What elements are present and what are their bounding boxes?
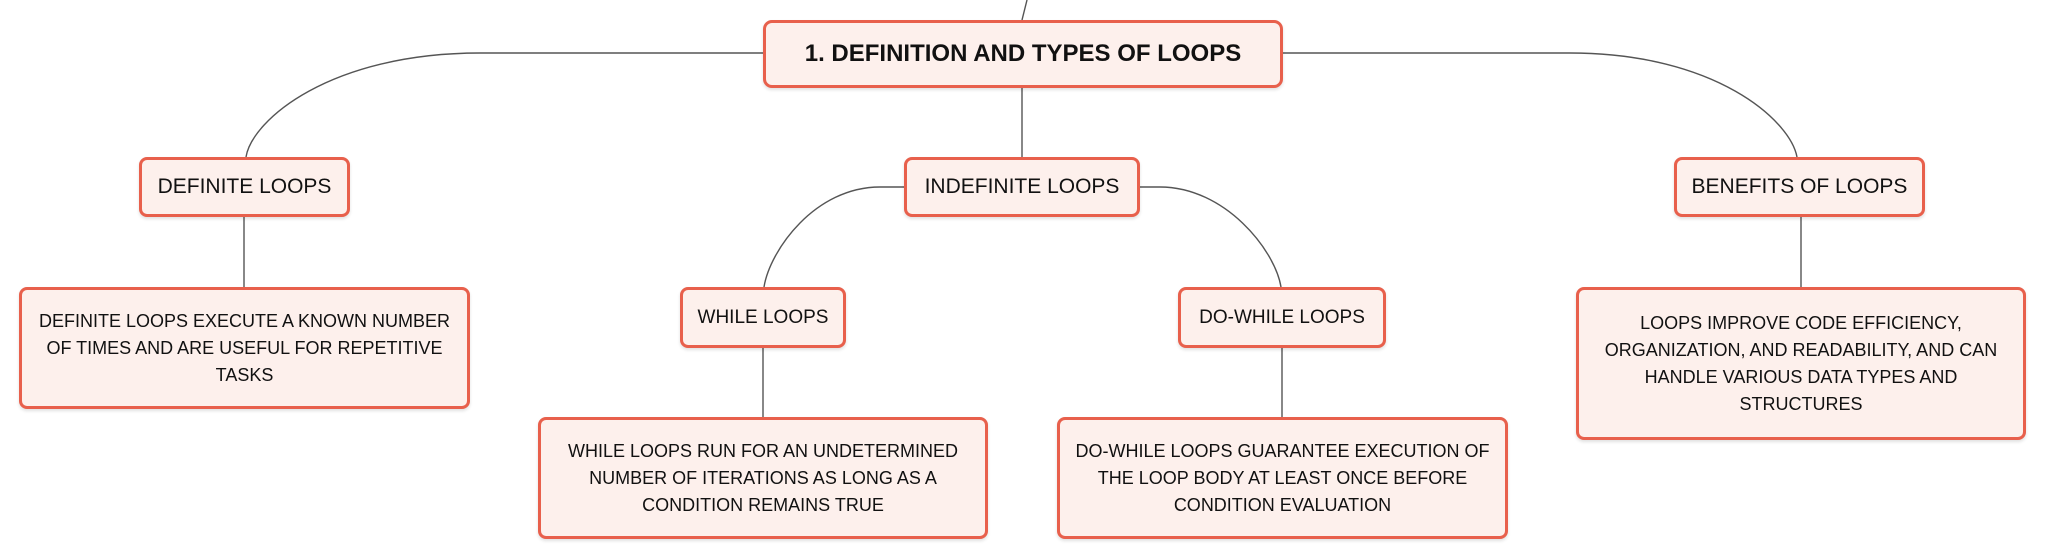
definite-loops-label: DEFINITE LOOPS [157, 175, 332, 198]
while-loops-label: WHILE LOOPS [697, 306, 829, 328]
do-while-loops-description-node[interactable]: DO-WHILE LOOPS GUARANTEE EXECUTION OF TH… [1057, 417, 1508, 539]
connector-parent-to-root [1021, 0, 1028, 21]
do-while-loops-label: DO-WHILE LOOPS [1199, 306, 1365, 328]
benefits-of-loops-label: BENEFITS OF LOOPS [1691, 175, 1908, 198]
root-topic-label: 1. DEFINITION AND TYPES OF LOOPS [804, 40, 1242, 67]
connector-indefinite-to-while [763, 186, 904, 288]
indefinite-loops-node[interactable]: INDEFINITE LOOPS [904, 157, 1140, 217]
while-loops-node[interactable]: WHILE LOOPS [680, 287, 846, 348]
while-loops-description: WHILE LOOPS RUN FOR AN UNDETERMINED NUMB… [567, 440, 959, 515]
benefits-of-loops-node[interactable]: BENEFITS OF LOOPS [1674, 157, 1925, 217]
while-loops-description-node[interactable]: WHILE LOOPS RUN FOR AN UNDETERMINED NUMB… [538, 417, 988, 539]
connector-root-to-benefits [1283, 52, 1798, 158]
root-topic-node[interactable]: 1. DEFINITION AND TYPES OF LOOPS [763, 20, 1283, 88]
definite-loops-node[interactable]: DEFINITE LOOPS [139, 157, 350, 217]
benefits-description: LOOPS IMPROVE CODE EFFICIENCY, ORGANIZAT… [1604, 312, 1998, 414]
definite-loops-description: DEFINITE LOOPS EXECUTE A KNOWN NUMBER OF… [38, 310, 451, 385]
benefits-description-node[interactable]: LOOPS IMPROVE CODE EFFICIENCY, ORGANIZAT… [1576, 287, 2026, 440]
indefinite-loops-label: INDEFINITE LOOPS [924, 175, 1120, 198]
connector-root-to-definite [245, 52, 763, 158]
definite-loops-description-node[interactable]: DEFINITE LOOPS EXECUTE A KNOWN NUMBER OF… [19, 287, 470, 409]
connector-indefinite-to-dowhile [1140, 186, 1282, 288]
do-while-loops-node[interactable]: DO-WHILE LOOPS [1178, 287, 1386, 348]
do-while-loops-description: DO-WHILE LOOPS GUARANTEE EXECUTION OF TH… [1075, 440, 1490, 515]
